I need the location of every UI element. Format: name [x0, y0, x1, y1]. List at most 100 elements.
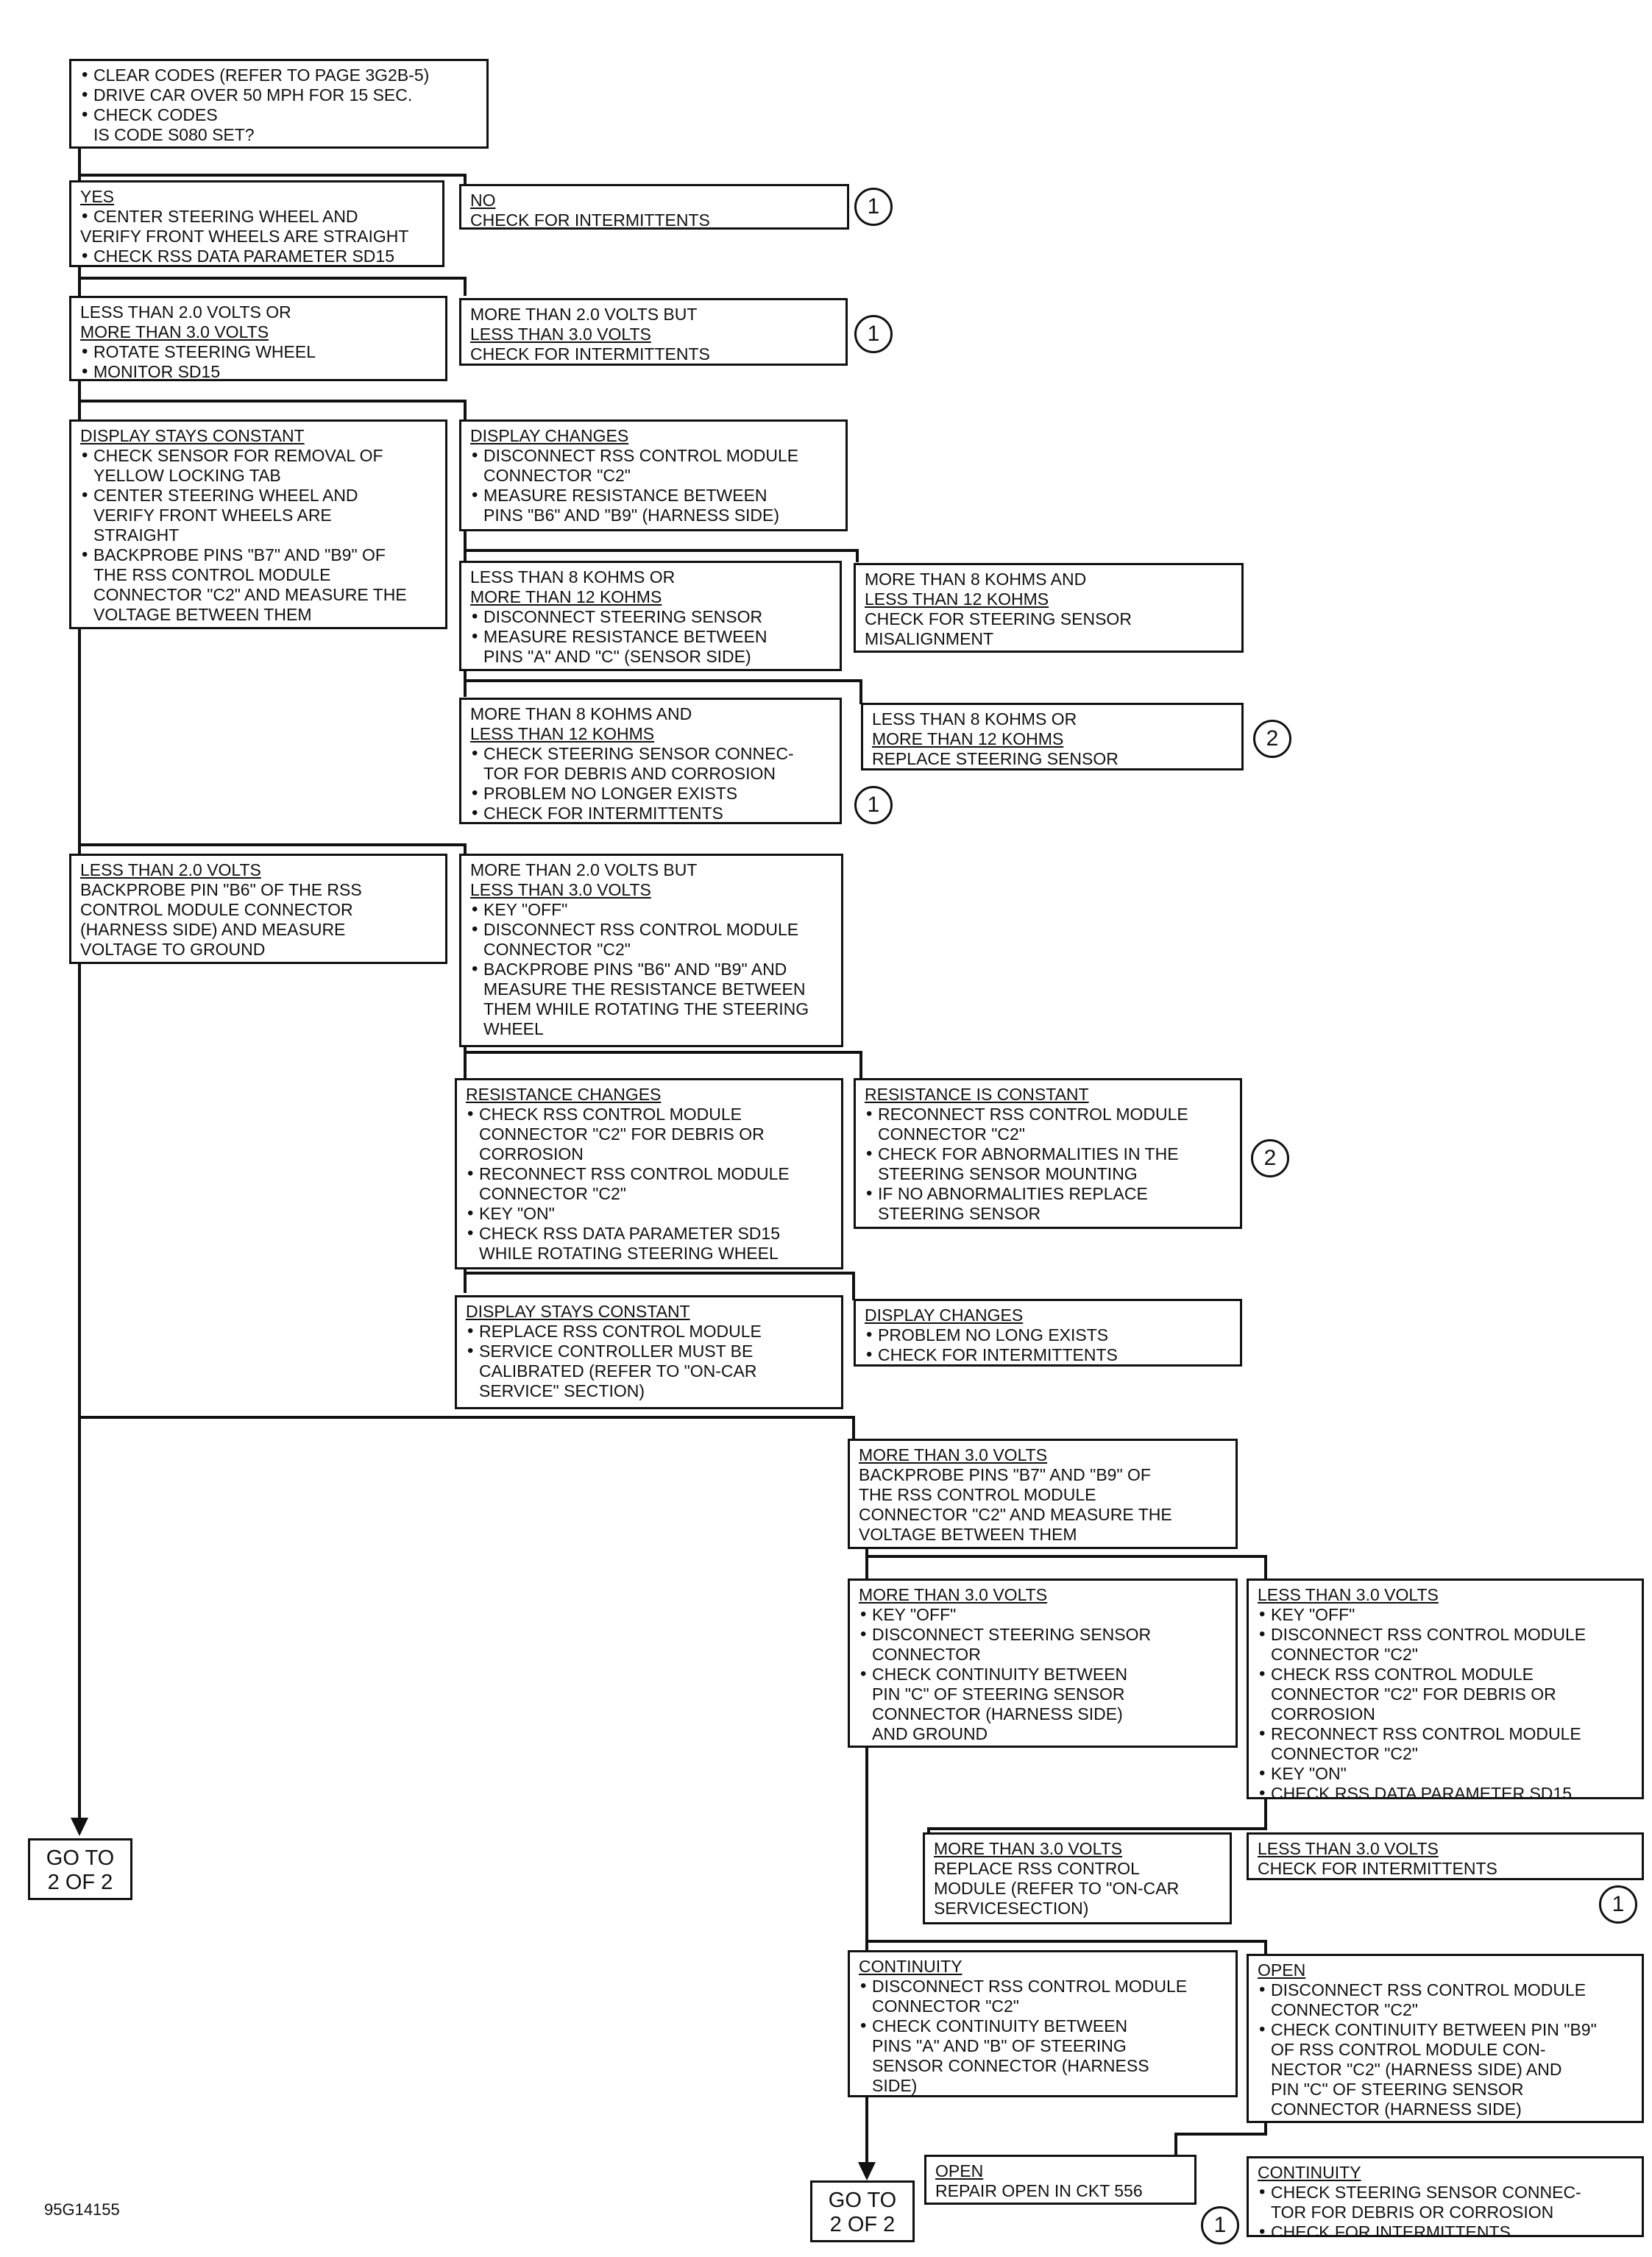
- instruction-line: NECTOR "C2" (HARNESS SIDE) AND: [1271, 2060, 1562, 2079]
- instruction-line: CALIBRATED (REFER TO "ON-CAR: [479, 1361, 757, 1381]
- instruction-line: TOR FOR DEBRIS AND CORROSION: [483, 764, 776, 783]
- instruction-line: KEY "ON": [1258, 1763, 1634, 1784]
- instruction-line: MORE THAN 2.0 VOLTS BUT: [470, 860, 698, 879]
- instruction-line: CHECK RSS CONTROL MODULE: [1258, 1664, 1634, 1684]
- instruction-line: SERVICESECTION): [934, 1899, 1089, 1918]
- instruction-line: CHECK FOR ABNORMALITIES IN THE: [865, 1144, 1233, 1164]
- branch-condition: NO: [470, 191, 496, 210]
- instruction-line: CHECK SENSOR FOR REMOVAL OF: [80, 445, 438, 466]
- instruction-line: SENSOR CONNECTOR (HARNESS: [872, 2056, 1149, 2075]
- step-continuity-pins-a-b: CONTINUITYDISCONNECT RSS CONTROL MODULEC…: [848, 1950, 1238, 2097]
- step-display-stays-constant: DISPLAY STAYS CONSTANTCHECK SENSOR FOR R…: [69, 419, 447, 629]
- instruction-line: VOLTAGE BETWEEN THEM: [93, 605, 312, 624]
- instruction-line: CONNECTOR "C2" AND MEASURE THE: [859, 1505, 1172, 1524]
- branch-condition: MORE THAN 3.0 VOLTS: [80, 322, 269, 341]
- instruction-line: CONNECTOR "C2": [878, 1124, 1025, 1144]
- step-resistance-changes: RESISTANCE CHANGESCHECK RSS CONTROL MODU…: [455, 1078, 843, 1269]
- instruction-line: CHECK RSS DATA PARAMETER SD15: [466, 1223, 834, 1244]
- instruction-line: VOLTAGE BETWEEN THEM: [859, 1525, 1077, 1544]
- instruction-line: TOR FOR DEBRIS OR CORROSION: [1271, 2203, 1554, 2222]
- instruction-line: STRAIGHT: [93, 525, 180, 545]
- instruction-line: CONTROL MODULE CONNECTOR: [80, 900, 353, 919]
- reference-circle-2: 2: [1251, 1139, 1289, 1177]
- instruction-line: BACKPROBE PINS "B7" AND "B9" OF: [80, 545, 438, 565]
- step-check-rss-debris: LESS THAN 3.0 VOLTSKEY "OFF"DISCONNECT R…: [1247, 1579, 1644, 1799]
- branch-condition: MORE THAN 12 kOHMS: [872, 729, 1064, 748]
- instruction-line: CHECK FOR INTERMITTENTS: [470, 803, 832, 822]
- instruction-line: PINS "B6" AND "B9" (HARNESS SIDE): [483, 506, 780, 525]
- instruction-line: CHECK FOR STEERING SENSOR: [865, 609, 1132, 628]
- branch-condition: MORE THAN 3.0 VOLTS: [934, 1839, 1123, 1858]
- step-display-changes-final: DISPLAY CHANGESPROBLEM NO LONG EXISTSCHE…: [854, 1299, 1242, 1367]
- reference-circle-1: 1: [1201, 2206, 1239, 2244]
- instruction-line: WHEEL: [483, 1019, 544, 1038]
- instruction-line: MEASURE RESISTANCE BETWEEN: [470, 626, 832, 647]
- instruction-line: DISCONNECT STEERING SENSOR: [859, 1624, 1228, 1645]
- reference-circle-1: 1: [854, 786, 893, 824]
- instruction-line: PIN "C" OF STEERING SENSOR: [1271, 2080, 1524, 2099]
- instruction-line: CHECK CONTINUITY BETWEEN PIN "B9": [1258, 2019, 1634, 2040]
- instruction-line: CONNECTOR (HARNESS SIDE): [872, 1704, 1123, 1723]
- reference-circle-1: 1: [1599, 1885, 1637, 1924]
- branch-condition: LESS THAN 3.0 VOLTS: [1258, 1585, 1439, 1604]
- instruction-line: PROBLEM NO LONGER EXISTS: [470, 783, 832, 804]
- instruction-line: MODULE (REFER TO "ON-CAR: [934, 1879, 1180, 1898]
- instruction-line: DISCONNECT RSS CONTROL MODULE: [470, 445, 838, 466]
- instruction-line: WHILE ROTATING STEERING WHEEL: [479, 1244, 779, 1263]
- instruction-line: MEASURE THE RESISTANCE BETWEEN: [483, 979, 806, 999]
- instruction-line: MORE THAN 8 kOHMS AND: [865, 570, 1087, 589]
- instruction-line: PROBLEM NO LONG EXISTS: [865, 1325, 1233, 1345]
- goto-page-2: GO TO 2 OF 2: [810, 2180, 915, 2242]
- branch-condition: DISPLAY STAYS CONSTANT: [80, 426, 305, 445]
- branch-condition: RESISTANCE IS CONSTANT: [865, 1085, 1089, 1104]
- instruction-line: REPLACE STEERING SENSOR: [872, 749, 1119, 768]
- instruction-line: REPLACE RSS CONTROL: [934, 1859, 1140, 1878]
- instruction-line: MORE THAN 8 kOHMS AND: [470, 704, 692, 723]
- instruction-line: PINS "A" AND "C" (SENSOR SIDE): [483, 647, 751, 666]
- instruction-line: CORROSION: [1271, 1704, 1375, 1723]
- instruction-line: STEERING SENSOR: [878, 1204, 1041, 1223]
- instruction-line: CONNECTOR "C2": [1271, 1744, 1418, 1763]
- instruction-line: KEY "OFF": [1258, 1604, 1634, 1625]
- instruction-line: ROTATE STEERING WHEEL: [80, 341, 438, 362]
- instruction-line: REPLACE RSS CONTROL MODULE: [466, 1321, 834, 1342]
- instruction-line: IF NO ABNORMALITIES REPLACE: [865, 1183, 1233, 1204]
- branch-condition: LESS THAN 3.0 VOLTS: [470, 325, 651, 344]
- branch-condition: MORE THAN 3.0 VOLTS: [859, 1585, 1048, 1604]
- instruction-line: PIN "C" OF STEERING SENSOR: [872, 1684, 1125, 1704]
- instruction-line: DISCONNECT RSS CONTROL MODULE: [1258, 1980, 1634, 2000]
- instruction-line: OF RSS CONTROL MODULE CON-: [1271, 2040, 1546, 2059]
- instruction-line: AND GROUND: [872, 1724, 988, 1743]
- instruction-line: MISALIGNMENT: [865, 629, 994, 648]
- instruction-line: SIDE): [872, 2076, 918, 2095]
- branch-condition: LESS THAN 3.0 VOLTS: [1258, 1839, 1439, 1858]
- instruction-line: THEM WHILE ROTATING THE STEERING: [483, 999, 809, 1018]
- instruction-line: CONNECTOR "C2" AND MEASURE THE: [93, 585, 407, 604]
- instruction-line: SERVICE CONTROLLER MUST BE: [466, 1341, 834, 1361]
- instruction-line: RECONNECT RSS CONTROL MODULE: [1258, 1723, 1634, 1744]
- branch-condition: DISPLAY STAYS CONSTANT: [466, 1302, 690, 1321]
- branch-condition: MORE THAN 12 kOHMS: [470, 587, 662, 606]
- instruction-line: REPAIR OPEN IN CKT 556: [935, 2181, 1143, 2200]
- instruction-line: IS CODE S080 SET?: [93, 125, 255, 144]
- branch-condition: CONTINUITY: [1258, 2163, 1361, 2182]
- instruction-line: CHECK RSS CONTROL MODULE: [466, 1104, 834, 1124]
- instruction-line: VERIFY FRONT WHEELS ARE STRAIGHT: [80, 227, 409, 246]
- instruction-line: CONNECTOR "C2": [1271, 1645, 1418, 1664]
- branch-condition: YES: [80, 187, 115, 206]
- instruction-line: KEY "OFF": [470, 899, 834, 920]
- instruction-line: KEY "OFF": [859, 1604, 1228, 1625]
- instruction-line: THE RSS CONTROL MODULE: [859, 1485, 1096, 1504]
- step-open-check-b9: OPENDISCONNECT RSS CONTROL MODULECONNECT…: [1247, 1954, 1644, 2123]
- instruction-line: CORROSION: [479, 1144, 584, 1163]
- instruction-line: CHECK RSS DATA PARAMETER SD15: [80, 246, 435, 265]
- branch-condition: LESS THAN 2.0 VOLTS: [80, 860, 261, 879]
